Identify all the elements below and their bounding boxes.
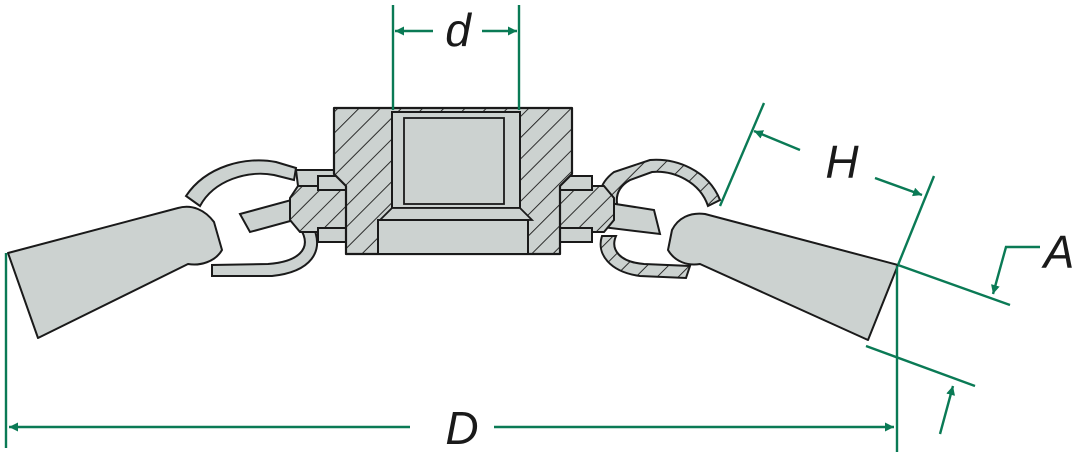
dimension-D bbox=[4, 253, 899, 452]
label-A: A bbox=[1041, 226, 1075, 278]
label-H: H bbox=[825, 136, 859, 188]
dimension-H bbox=[718, 102, 936, 266]
threaded-hub bbox=[332, 106, 574, 256]
dimension-d bbox=[391, 5, 521, 110]
label-d: d bbox=[445, 4, 472, 56]
label-D: D bbox=[445, 402, 478, 454]
right-bristle-bundle bbox=[667, 212, 899, 341]
left-bristle-bundle bbox=[7, 205, 223, 339]
hub-flange bbox=[377, 219, 529, 255]
dimension-A bbox=[865, 245, 1040, 435]
